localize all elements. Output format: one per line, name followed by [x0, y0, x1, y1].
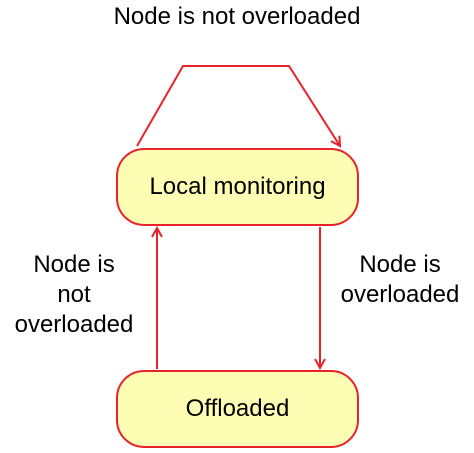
self-loop-label: Node is not overloaded	[113, 3, 361, 30]
local-to-offloaded-label-line: overloaded	[340, 281, 460, 308]
self-loop-transition-arrow	[136, 65, 340, 146]
offloaded-to-local-label-line: not	[57, 281, 91, 308]
state-local-monitoring: Local monitoring	[116, 148, 359, 226]
offloaded-to-local-label-line: Node is	[33, 251, 115, 278]
state-offloaded: Offloaded	[116, 370, 359, 448]
local-to-offloaded-label: Node is overloaded	[326, 250, 474, 310]
offloaded-to-local-label: Node is not overloaded	[0, 250, 148, 340]
local-to-offloaded-label-line: Node is	[359, 251, 441, 278]
offloaded-to-local-label-line: overloaded	[14, 311, 134, 338]
